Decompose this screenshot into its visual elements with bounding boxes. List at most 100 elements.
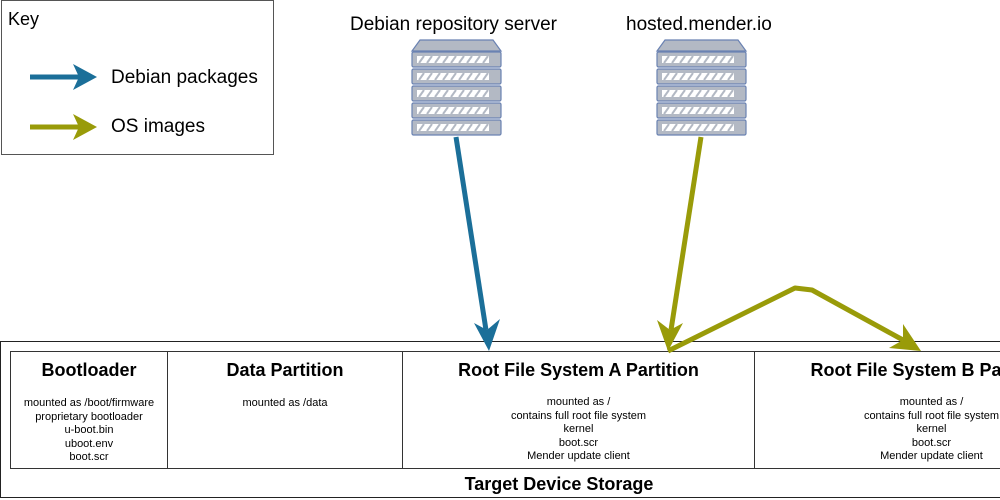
server-vent-slat [466,89,473,98]
server-vent-slat [474,106,481,115]
server-vent-slat [711,106,718,115]
server-vent-slat [703,89,710,98]
partition-line: contains full root file system [863,409,1000,422]
partition-title: Bootloader [41,360,137,380]
server-vent-slat [474,123,481,132]
server-vent-slat [727,72,734,81]
server-vent-slat [450,123,457,132]
server-vent-slat [679,55,686,64]
server-vent-slat [466,55,473,64]
server-vent-slat [727,123,734,132]
arrow-os-images-b [666,285,921,354]
server-vent-slat [687,123,694,132]
server-vent-slat [727,106,734,115]
server-vent-slat [687,89,694,98]
server-vent-slat [458,55,465,64]
server-vent-slat [418,123,425,132]
server-vent-slat [719,123,726,132]
server-vent-slat [727,55,734,64]
partition-line: mounted as / [899,396,964,408]
key-arrow-os [30,114,97,140]
server-vent-slat [695,89,702,98]
server-vent-slat [418,106,425,115]
server-vent-slat [719,106,726,115]
server-vent-slat [671,89,678,98]
server-vent-slat [719,89,726,98]
server-vent-slat [695,72,702,81]
partition-line: Mender update client [880,450,983,463]
server-vent-slat [434,89,441,98]
partition-title: Root File System A Partition [458,360,699,380]
partition-line: boot.scr [911,436,952,449]
server-vent-slat [474,72,481,81]
server-vent-slat [482,106,489,115]
server-vent-slat [426,72,433,81]
server-vent-slat [663,89,670,98]
server-vent-slat [695,106,702,115]
server-vent-slat [458,89,465,98]
server-vent-slat [466,72,473,81]
server-vent-slat [450,55,457,64]
server-vent-slat [671,106,678,115]
partition-data: Data Partition mounted as /data [167,351,403,469]
server-vent-slat [711,55,718,64]
server-vent-slat [719,72,726,81]
server-vent-slat [434,123,441,132]
server-vent-slat [458,123,465,132]
partition-rootfs-b: Root File System B Partition mounted as … [754,351,1000,469]
partition-title: Data Partition [226,360,344,380]
server-vent-slat [474,55,481,64]
server-vent-slat [442,123,449,132]
server-vent-slat [418,89,425,98]
partition-line: uboot.env [64,437,114,450]
server-vent-slat [426,123,433,132]
server-vent-slat [663,106,670,115]
server-vent-slat [482,123,489,132]
server-vent-slat [466,106,473,115]
server-vent-slat [703,123,710,132]
server-vent-slat [434,72,441,81]
server-vent-slat [450,89,457,98]
partition-line: boot.scr [69,451,109,464]
partition-bootloader: Bootloader mounted as /boot/firmware pro… [10,351,168,469]
server-vent-slat [711,72,718,81]
server-vent-slat [474,89,481,98]
server-vent-slat [482,55,489,64]
arrow-debian-packages [453,136,500,351]
server-vent-slat [703,72,710,81]
server-vent-slat [703,106,710,115]
debian-server-label: Debian repository server [350,14,557,35]
server-vent-slat [434,106,441,115]
partition-line: mounted as /data [242,397,328,409]
server-vent-slat [426,106,433,115]
server-vent-slat [426,89,433,98]
server-rack-icon [655,39,748,136]
key-arrow-debian [30,64,97,90]
partition-line: boot.scr [558,436,599,449]
server-vent-slat [687,106,694,115]
server-vent-slat [671,55,678,64]
server-vent-slat [458,72,465,81]
partition-line: mounted as /boot/firmware [23,397,155,409]
server-vent-slat [671,123,678,132]
server-vent-slat [450,72,457,81]
server-vent-slat [663,55,670,64]
server-vent-slat [482,89,489,98]
key-label-debian-packages: Debian packages [111,67,258,88]
partition-rootfs-a: Root File System A Partition mounted as … [402,351,755,469]
server-vent-slat [450,106,457,115]
server-vent-slat [442,55,449,64]
server-vent-slat [711,123,718,132]
server-vent-slat [663,72,670,81]
partition-line: contains full root file system [510,409,647,422]
server-vent-slat [695,55,702,64]
partition-line: Mender update client [527,450,630,463]
partition-line: kernel [916,423,947,436]
key-title: Key [8,9,40,29]
server-vent-slat [695,123,702,132]
server-vent-slat [703,55,710,64]
server-vent-slat [466,123,473,132]
server-vent-slat [711,89,718,98]
server-vent-slat [442,106,449,115]
